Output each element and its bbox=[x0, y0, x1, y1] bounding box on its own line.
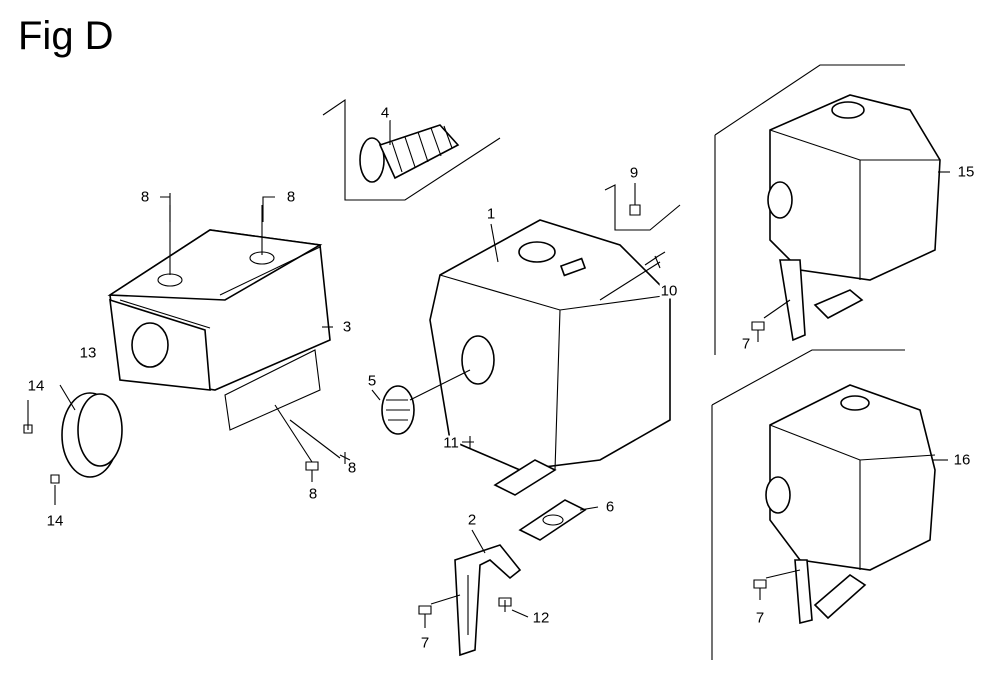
callout-13: 13 bbox=[78, 344, 98, 362]
callout-3: 3 bbox=[341, 318, 353, 336]
callout-7: 7 bbox=[754, 609, 766, 627]
callout-14: 14 bbox=[45, 512, 65, 530]
bolts bbox=[23, 120, 950, 628]
callout-9: 9 bbox=[628, 164, 640, 182]
exhaust-cap-part bbox=[61, 392, 123, 478]
callout-7: 7 bbox=[419, 634, 431, 652]
muffler-protector-part bbox=[107, 229, 331, 431]
muffler-stay-part bbox=[454, 544, 522, 657]
gasket-part bbox=[493, 459, 587, 541]
spark-arrester-part bbox=[359, 124, 460, 183]
muffler-15-part bbox=[767, 94, 941, 342]
callout-11: 11 bbox=[442, 434, 460, 452]
muffler-16-part bbox=[765, 384, 936, 625]
callout-5: 5 bbox=[366, 372, 378, 390]
callout-2: 2 bbox=[466, 511, 478, 529]
screen-part bbox=[381, 369, 471, 435]
callout-7: 7 bbox=[740, 335, 752, 353]
callout-15: 15 bbox=[956, 163, 976, 181]
callout-12: 12 bbox=[531, 609, 551, 627]
callout-1: 1 bbox=[485, 205, 497, 223]
spark-arrester-inset-frame bbox=[322, 98, 501, 201]
callout-6: 6 bbox=[604, 498, 616, 516]
muffler-15-inset-frame bbox=[714, 64, 905, 136]
bolt-inset-frame bbox=[604, 184, 681, 231]
callout-14: 14 bbox=[26, 377, 46, 395]
callout-8: 8 bbox=[285, 188, 297, 206]
callout-10: 10 bbox=[659, 282, 679, 300]
callout-8: 8 bbox=[346, 459, 358, 477]
callout-16: 16 bbox=[952, 451, 972, 469]
muffler-part bbox=[429, 219, 671, 471]
callout-8: 8 bbox=[139, 188, 151, 206]
callout-4: 4 bbox=[379, 104, 391, 122]
figure-title: Fig D bbox=[18, 14, 114, 58]
muffler-16-inset-frame bbox=[711, 349, 905, 406]
callout-8: 8 bbox=[307, 485, 319, 503]
